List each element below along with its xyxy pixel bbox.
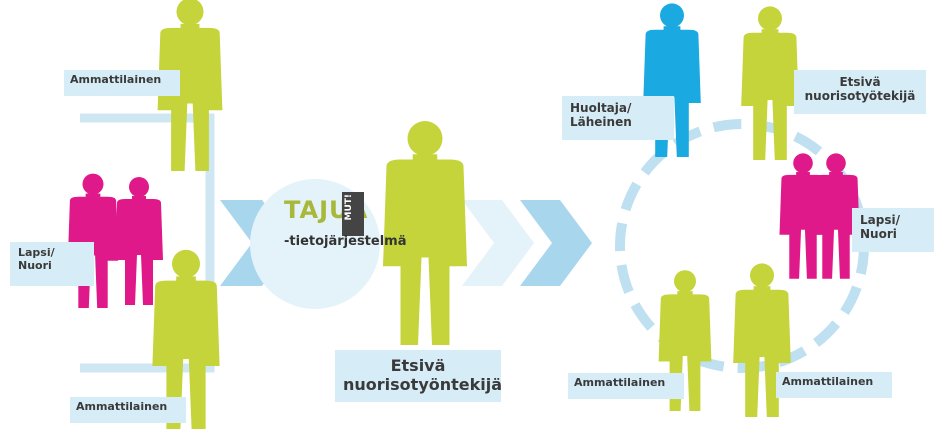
person-child-left-1 [67, 173, 119, 308]
system-subtitle: -tietojärjestelmä [284, 234, 407, 249]
chevron-arrow-icon [462, 200, 534, 286]
chevron-arrow-icon [520, 200, 592, 286]
label-professional-top: Ammattilainen [64, 70, 180, 96]
label-youth-worker-center: Etsivä nuorisotyöntekijä [335, 350, 502, 402]
person-youth-worker-right [741, 6, 799, 161]
left-bracket [80, 113, 215, 373]
label-child-left: Lapsi/ Nuori [10, 242, 94, 286]
label-professional-bottom: Ammattilainen [70, 397, 186, 423]
mut-badge: MUT! [342, 192, 364, 236]
label-professional-right-1: Ammattilainen [568, 373, 684, 399]
label-child-right: Lapsi/ Nuori [852, 208, 934, 252]
label-guardian: Huoltaja/ Läheinen [562, 96, 674, 140]
label-professional-right-2: Ammattilainen [776, 372, 892, 398]
person-youth-worker-center [383, 121, 467, 345]
label-youth-worker-right: Etsivä nuorisotyötekijä [794, 70, 926, 114]
